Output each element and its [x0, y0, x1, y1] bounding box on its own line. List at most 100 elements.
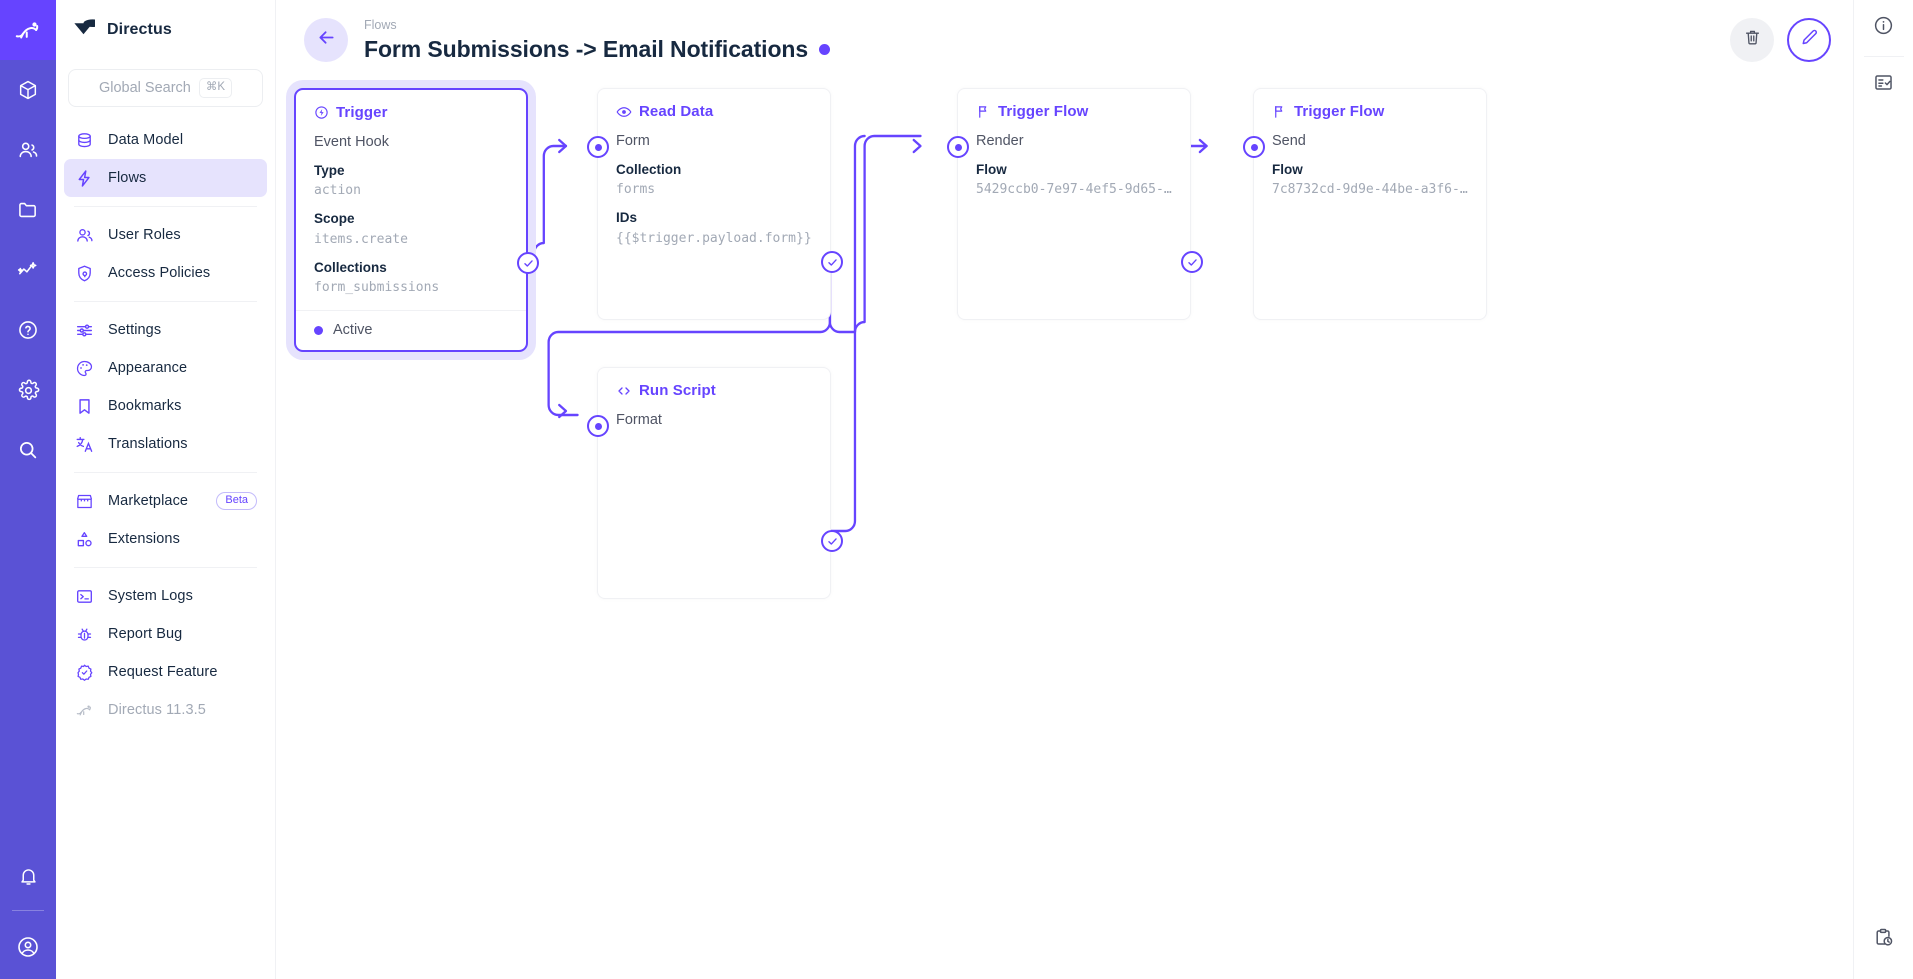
- sidebar-item-label: Report Bug: [108, 626, 183, 642]
- sidebar-divider: [74, 206, 257, 207]
- node-name: Format: [616, 412, 662, 428]
- users-icon: [17, 139, 39, 161]
- trigger-bolt-circle-icon: [314, 105, 329, 120]
- module-item-account[interactable]: [0, 915, 56, 979]
- flag-icon: [1272, 104, 1287, 119]
- sidebar-group-extend: Marketplace Beta Extensions: [56, 482, 275, 558]
- module-bar: [0, 0, 56, 979]
- sidebar-divider: [74, 567, 257, 568]
- directus-rabbit-icon: [74, 700, 95, 721]
- main-area: Flows Form Submissions -> Email Notifica…: [276, 0, 1853, 979]
- folder-icon: [17, 199, 39, 221]
- node-type-label: Trigger Flow: [998, 103, 1089, 120]
- sidebar-item-label: Extensions: [108, 531, 180, 547]
- sidebar-item-request-feature[interactable]: Request Feature: [64, 653, 267, 691]
- page-title: Form Submissions -> Email Notifications: [364, 35, 809, 62]
- module-item-notifications[interactable]: [0, 846, 56, 906]
- bug-icon: [74, 624, 95, 645]
- flow-node-trigger-flow-render[interactable]: Trigger Flow Render Flow 5429ccb0-7e97-4…: [947, 88, 1203, 320]
- port-read-data-input[interactable]: [587, 136, 609, 158]
- status-dot-icon: [314, 325, 323, 335]
- module-item-files[interactable]: [0, 180, 56, 240]
- header-actions: [1730, 18, 1831, 62]
- module-item-search[interactable]: [0, 420, 56, 480]
- node-type-label: Run Script: [639, 382, 716, 399]
- sidebar-item-appearance[interactable]: Appearance: [64, 349, 267, 387]
- field-value: action: [314, 183, 361, 199]
- flow-node-trigger-flow-send[interactable]: Trigger Flow Send Flow 7c8732cd-9d9e-44b…: [1243, 88, 1487, 320]
- pencil-icon: [1800, 28, 1819, 52]
- sidebar-group-access: User Roles Access Policies: [56, 216, 275, 292]
- flow-logs-button[interactable]: [1854, 57, 1913, 113]
- sidebar-item-flows[interactable]: Flows: [64, 159, 267, 197]
- module-item-content[interactable]: [0, 60, 56, 120]
- port-dot-icon: [594, 422, 602, 430]
- sidebar-item-label: Request Feature: [108, 664, 218, 680]
- sidebar-item-report-bug[interactable]: Report Bug: [64, 615, 267, 653]
- port-trigger-output[interactable]: [517, 252, 539, 274]
- account-avatar-icon: [16, 935, 40, 959]
- port-trigger-flow-render-input[interactable]: [947, 136, 969, 158]
- sidebar-group-support: System Logs Report Bug Request Feature D…: [56, 577, 275, 729]
- sidebar-item-marketplace[interactable]: Marketplace Beta: [64, 482, 267, 520]
- node-body: Trigger Flow Render Flow 5429ccb0-7e97-4…: [958, 89, 1190, 212]
- node-body: Trigger Flow Send Flow 7c8732cd-9d9e-44b…: [1254, 89, 1486, 212]
- flow-info-button[interactable]: [1854, 0, 1913, 56]
- user-roles-icon: [74, 225, 95, 246]
- sidebar-divider: [74, 472, 257, 473]
- flow-node-read-data[interactable]: Read Data Form Collection forms IDs {{$t…: [587, 88, 843, 320]
- node-type-label: Trigger Flow: [1294, 103, 1385, 120]
- module-bar-divider: [12, 910, 44, 911]
- directus-logo-icon: [13, 15, 43, 45]
- sidebar-item-user-roles[interactable]: User Roles: [64, 216, 267, 254]
- breadcrumb[interactable]: Flows: [364, 18, 397, 33]
- sidebar-item-label: Marketplace: [108, 493, 189, 509]
- field-key: Collection: [616, 162, 682, 178]
- sidebar-item-extensions[interactable]: Extensions: [64, 520, 267, 558]
- title-block: Flows Form Submissions -> Email Notifica…: [364, 17, 831, 63]
- port-dot-icon: [594, 143, 602, 151]
- port-run-script-input[interactable]: [587, 415, 609, 437]
- field-key: Scope: [314, 211, 355, 227]
- flow-node-run-script[interactable]: Run Script Format: [587, 367, 843, 599]
- global-search-input[interactable]: Global Search ⌘K: [68, 69, 263, 107]
- delete-flow-button[interactable]: [1730, 18, 1774, 62]
- back-button[interactable]: [304, 18, 348, 62]
- flow-node-trigger[interactable]: Trigger Event Hook Type action Scope ite…: [294, 88, 539, 353]
- sidebar-header: Directus: [56, 0, 275, 60]
- notifications-bell-icon: [18, 866, 39, 887]
- port-trigger-flow-render-output[interactable]: [1181, 251, 1203, 273]
- module-item-insights[interactable]: [0, 240, 56, 300]
- activity-clipboard-clock-icon: [1873, 927, 1894, 953]
- module-item-users[interactable]: [0, 120, 56, 180]
- sidebar-item-settings[interactable]: Settings: [64, 311, 267, 349]
- field-key: Flow: [1272, 162, 1303, 178]
- sidebar-divider: [74, 301, 257, 302]
- node-type-header: Run Script: [616, 382, 812, 399]
- module-item-settings[interactable]: [0, 360, 56, 420]
- sidebar-item-bookmarks[interactable]: Bookmarks: [64, 387, 267, 425]
- sidebar-item-access-policies[interactable]: Access Policies: [64, 254, 267, 292]
- port-read-data-output[interactable]: [821, 251, 843, 273]
- sidebar-item-data-model[interactable]: Data Model: [64, 121, 267, 159]
- node-name: Event Hook: [314, 134, 389, 150]
- field-key: Type: [314, 163, 345, 179]
- edit-flow-button[interactable]: [1787, 18, 1831, 62]
- activity-button[interactable]: [1854, 901, 1913, 979]
- search-icon: [17, 439, 39, 461]
- sidebar-item-label: Settings: [108, 322, 162, 338]
- flow-canvas[interactable]: Trigger Event Hook Type action Scope ite…: [276, 80, 1853, 979]
- port-run-script-output[interactable]: [821, 530, 843, 552]
- right-sidebar-divider: [1863, 56, 1904, 57]
- module-item-help[interactable]: [0, 300, 56, 360]
- logs-checklist-icon: [1873, 72, 1894, 98]
- node-name: Form: [616, 133, 650, 149]
- status-badge: [819, 43, 831, 55]
- sidebar-item-label: Flows: [108, 170, 147, 186]
- settings-gear-icon: [17, 379, 40, 402]
- sidebar-item-translations[interactable]: Translations: [64, 425, 267, 463]
- sidebar-item-system-logs[interactable]: System Logs: [64, 577, 267, 615]
- content-box-icon: [17, 79, 39, 101]
- module-item-directus[interactable]: [0, 0, 56, 60]
- port-trigger-flow-send-input[interactable]: [1243, 136, 1265, 158]
